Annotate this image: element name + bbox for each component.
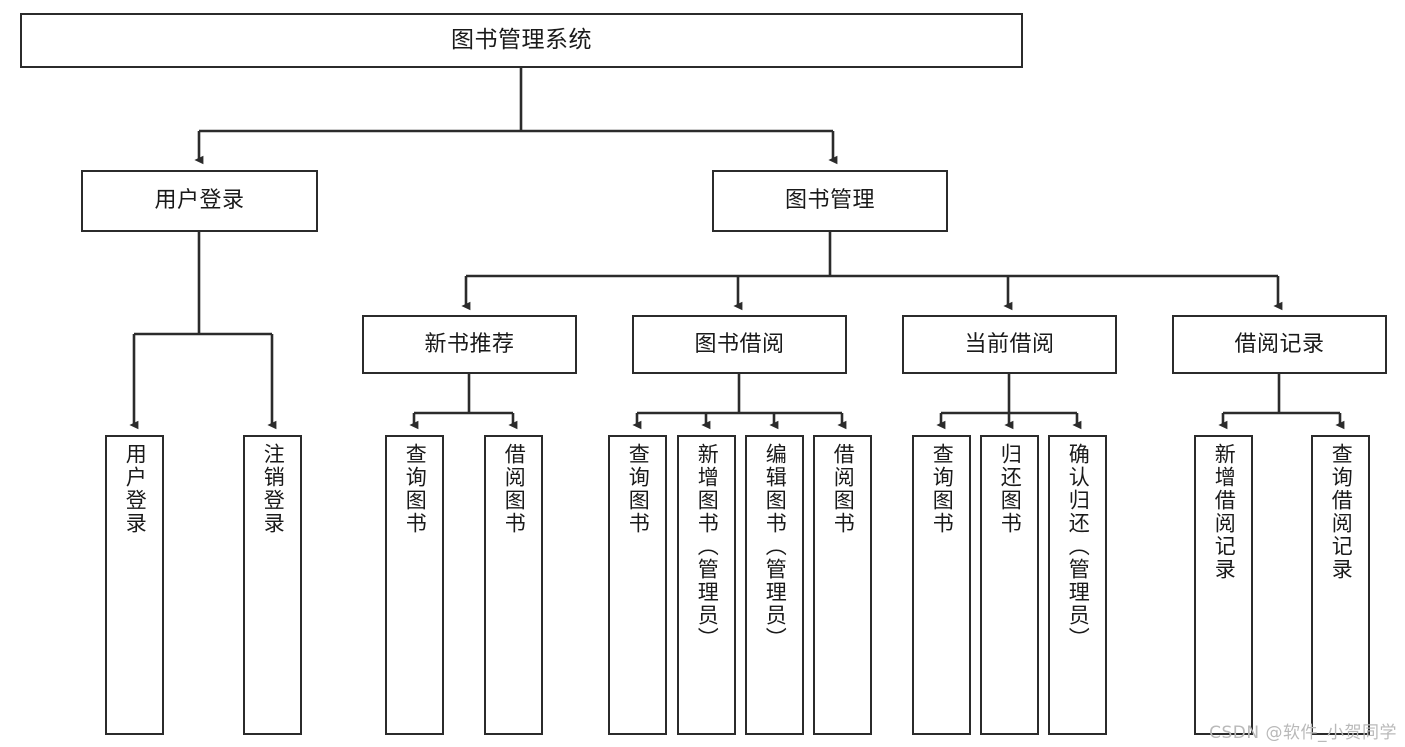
node-label: 借阅图书: [502, 443, 527, 535]
node-label: 新书推荐: [424, 331, 515, 357]
leaf-logout[interactable]: 注销登录: [243, 435, 302, 735]
leaf-query-book-borrow[interactable]: 查询图书: [608, 435, 667, 735]
node-label: 借阅记录: [1234, 331, 1325, 357]
leaf-return-book[interactable]: 归还图书: [980, 435, 1039, 735]
leaf-add-book-admin[interactable]: 新增图书（管理员）: [677, 435, 736, 735]
node-label: 确认归还（管理员）: [1066, 443, 1091, 650]
leaf-query-book-current[interactable]: 查询图书: [912, 435, 971, 735]
node-label: 借阅图书: [831, 443, 856, 535]
node-label: 当前借阅: [964, 331, 1055, 357]
node-root-system[interactable]: 图书管理系统: [20, 13, 1023, 68]
leaf-edit-book-admin[interactable]: 编辑图书（管理员）: [745, 435, 804, 735]
node-label: 注销登录: [261, 443, 286, 535]
leaf-confirm-return-admin[interactable]: 确认归还（管理员）: [1048, 435, 1107, 735]
node-label: 查询图书: [626, 443, 651, 535]
node-label: 用户登录: [154, 188, 245, 214]
node-label: 新增图书（管理员）: [695, 443, 720, 650]
leaf-user-login[interactable]: 用户登录: [105, 435, 164, 735]
node-borrow-record[interactable]: 借阅记录: [1172, 315, 1387, 374]
node-book-management[interactable]: 图书管理: [712, 170, 948, 232]
node-label: 查询图书: [930, 443, 955, 535]
node-label: 图书管理: [784, 188, 875, 214]
node-user-login[interactable]: 用户登录: [81, 170, 318, 232]
leaf-add-borrow-record[interactable]: 新增借阅记录: [1194, 435, 1253, 735]
node-label: 归还图书: [998, 443, 1023, 535]
node-current-borrow[interactable]: 当前借阅: [902, 315, 1117, 374]
leaf-borrow-book-recommend[interactable]: 借阅图书: [484, 435, 543, 735]
node-label: 图书借阅: [694, 331, 785, 357]
node-new-book-recommend[interactable]: 新书推荐: [362, 315, 577, 374]
watermark: CSDN @软件_小贺同学: [1209, 723, 1397, 743]
node-label: 编辑图书（管理员）: [763, 443, 788, 650]
node-label: 查询图书: [403, 443, 428, 535]
node-label: 查询借阅记录: [1329, 443, 1354, 581]
node-book-borrow[interactable]: 图书借阅: [632, 315, 847, 374]
node-label: 图书管理系统: [451, 27, 592, 54]
leaf-query-book-recommend[interactable]: 查询图书: [385, 435, 444, 735]
leaf-borrow-book[interactable]: 借阅图书: [813, 435, 872, 735]
node-label: 用户登录: [123, 443, 148, 535]
node-label: 新增借阅记录: [1212, 443, 1237, 581]
leaf-query-borrow-record[interactable]: 查询借阅记录: [1311, 435, 1370, 735]
